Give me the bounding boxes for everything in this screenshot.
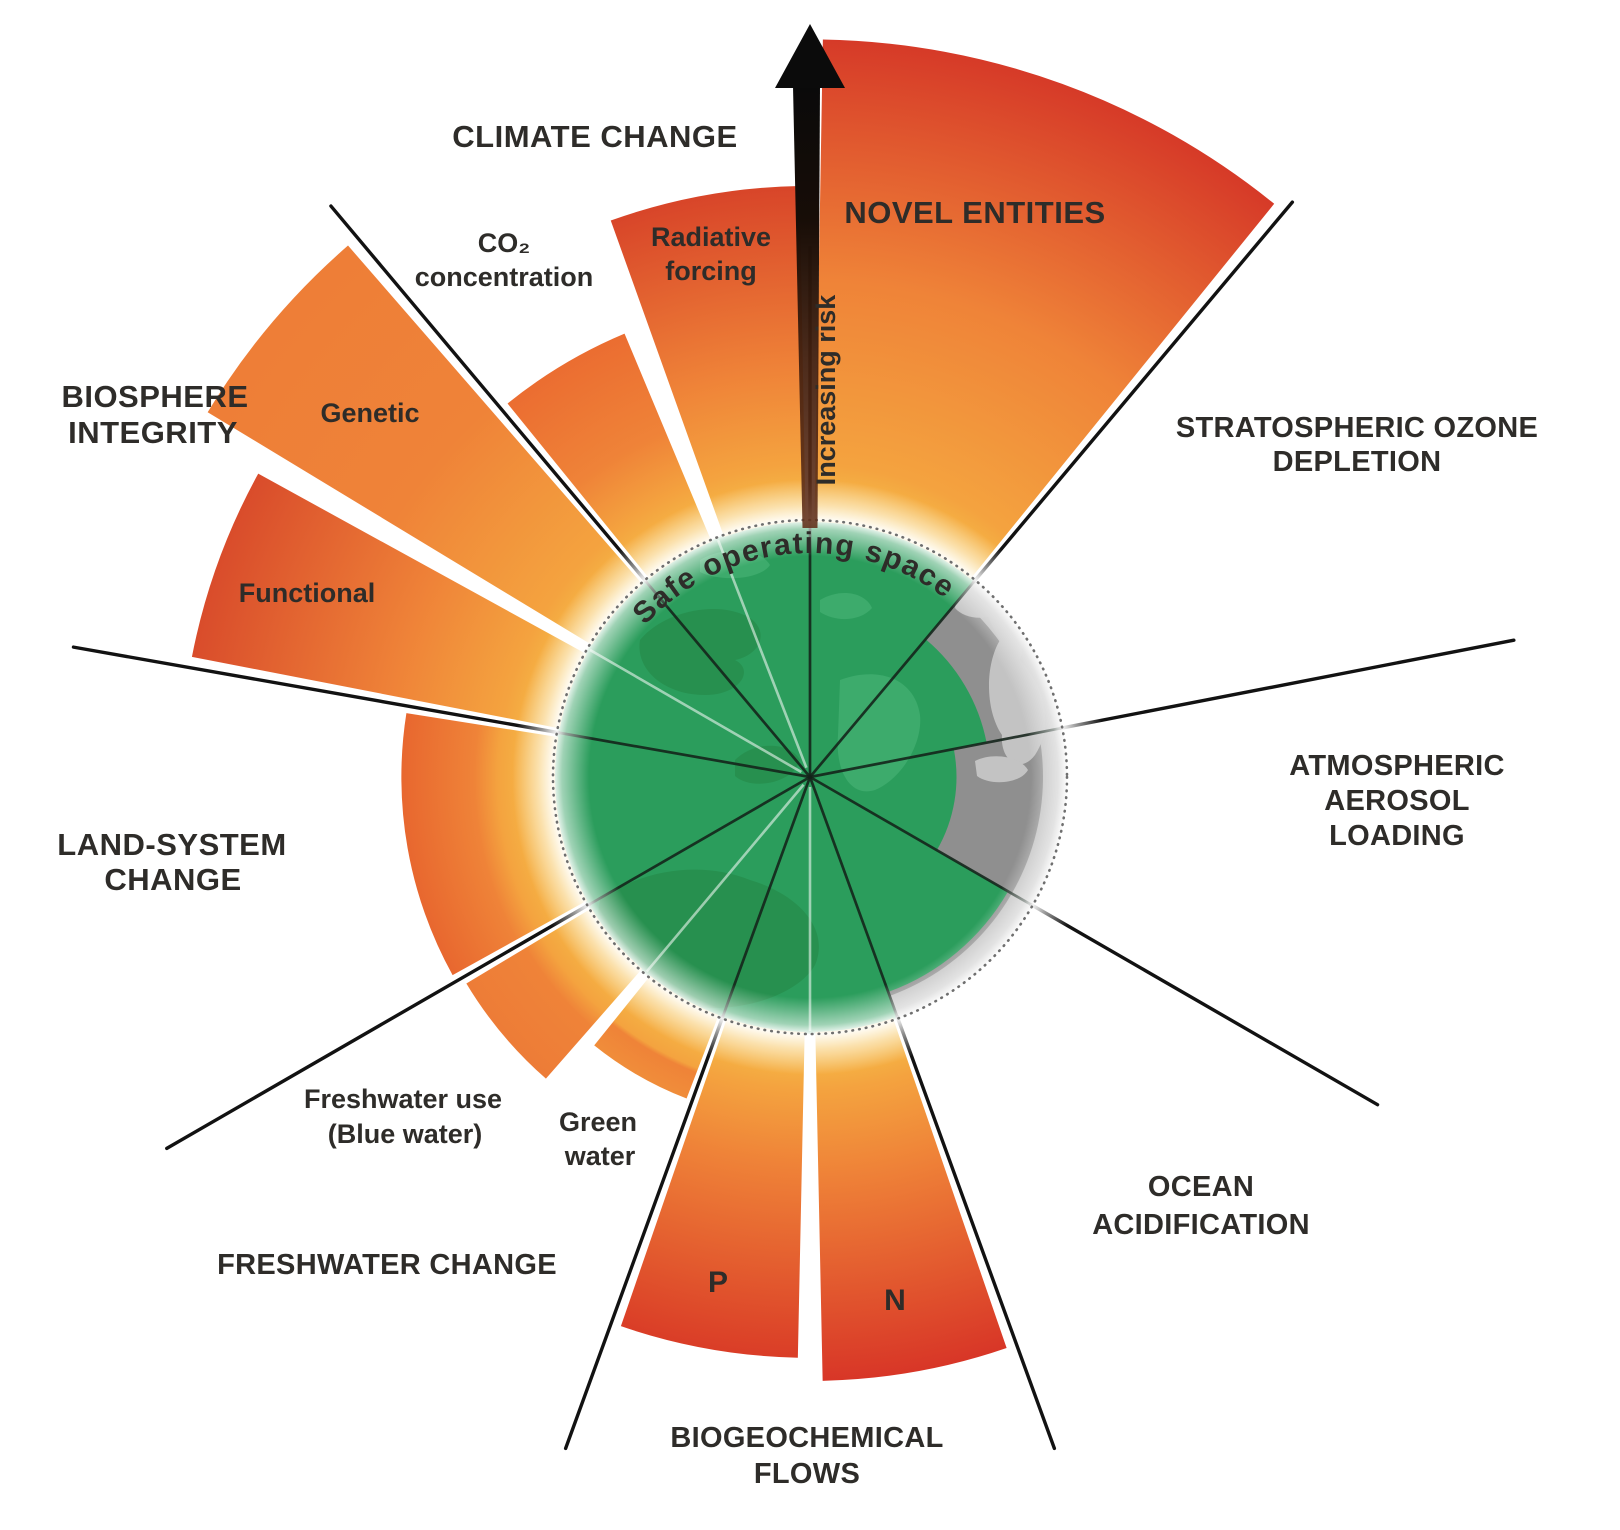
divider-outer-200	[563, 1014, 725, 1451]
label-ozone-line1: STRATOSPHERIC OZONE	[1176, 412, 1538, 444]
wedge-novel-entities	[814, 39, 1275, 579]
divider-outer-320	[329, 204, 648, 584]
label-co2-line2: concentration	[415, 262, 594, 292]
label-climate-change: CLIMATE CHANGE	[452, 119, 737, 154]
label-co2-line1: CO₂	[478, 228, 531, 258]
increasing-risk-arrow	[775, 24, 845, 528]
label-bluewater-line1: Freshwater use	[304, 1084, 502, 1114]
label-greenwater-line2: water	[564, 1141, 636, 1171]
label-genetic: Genetic	[320, 398, 419, 428]
label-greenwater-line1: Green	[559, 1107, 637, 1137]
divider-outer-280	[71, 645, 561, 735]
label-ocean-line1: OCEAN	[1148, 1171, 1254, 1203]
arrow-shaft	[793, 86, 820, 528]
label-land-system-line1: LAND-SYSTEM	[57, 827, 286, 862]
safe-boundary-glow	[490, 457, 1130, 1097]
divider-outer-160	[895, 1014, 1057, 1451]
wedge-p	[620, 1018, 805, 1358]
label-aerosol-line2: AEROSOL	[1324, 785, 1470, 817]
label-ozone-line2: DEPLETION	[1273, 446, 1442, 478]
divider-outer-120	[1029, 902, 1380, 1107]
label-land-system-line2: CHANGE	[104, 862, 241, 897]
divider-outer-40	[972, 200, 1295, 584]
label-aerosol-line1: ATMOSPHERIC	[1289, 750, 1504, 782]
arrow-head-icon	[775, 24, 845, 88]
label-functional: Functional	[239, 578, 376, 608]
label-freshwater-change: FRESHWATER CHANGE	[217, 1249, 557, 1281]
label-biogeochemical-line2: FLOWS	[754, 1458, 860, 1490]
label-radiative-line1: Radiative	[651, 222, 771, 252]
label-novel-entities: NOVEL ENTITIES	[844, 195, 1105, 230]
divider-outer-79	[1058, 638, 1516, 731]
wedge-n	[815, 1018, 1007, 1381]
label-biosphere-line2: INTEGRITY	[68, 415, 238, 450]
label-biogeochemical-line1: BIOGEOCHEMICAL	[670, 1422, 943, 1454]
boundary-transgression-wedges	[191, 39, 1275, 1381]
label-bluewater-line2: (Blue water)	[328, 1119, 483, 1149]
wedge-radiative-forcing	[610, 185, 806, 537]
label-nitrogen: N	[884, 1284, 906, 1317]
label-biosphere-line1: BIOSPHERE	[61, 379, 248, 414]
label-ocean-line2: ACIDIFICATION	[1092, 1209, 1310, 1241]
label-increasing-risk: Increasing risk	[811, 294, 841, 486]
label-aerosol-line3: LOADING	[1329, 820, 1465, 852]
divider-outer-240	[165, 902, 591, 1151]
wedge-genetic	[207, 245, 643, 645]
label-phosphorus: P	[708, 1266, 728, 1299]
wedge-functional	[191, 473, 587, 729]
label-radiative-line2: forcing	[665, 256, 757, 286]
